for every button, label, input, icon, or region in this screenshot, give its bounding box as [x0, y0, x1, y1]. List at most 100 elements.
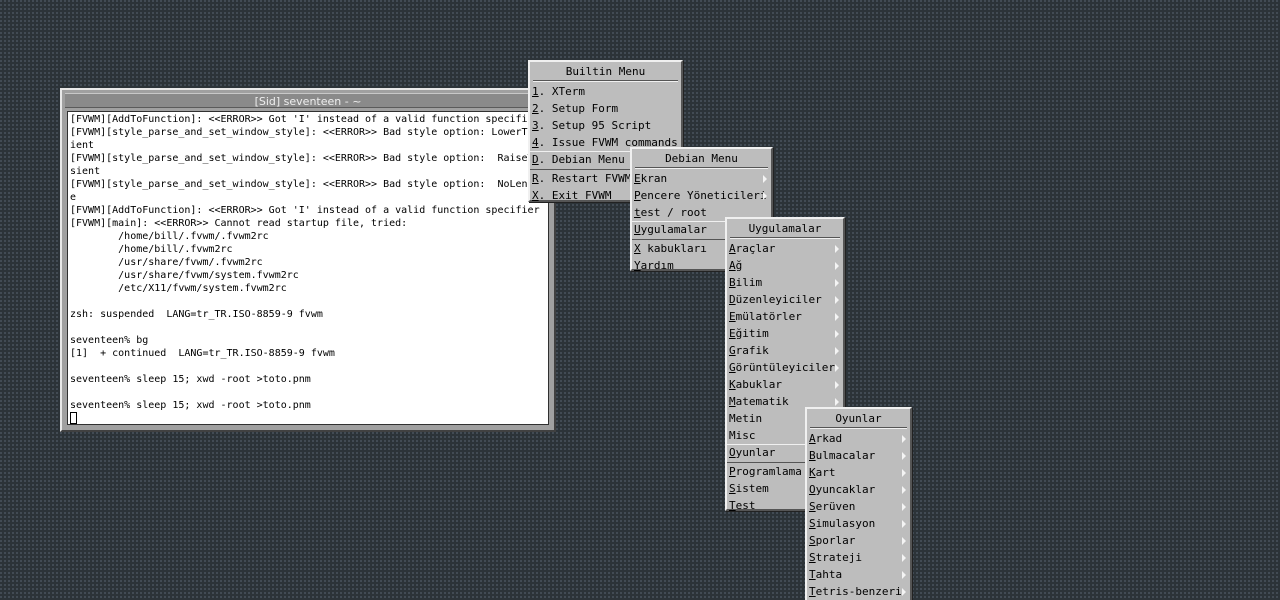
menu-item-label: . XTerm [538, 85, 585, 98]
menu-item-label: kabukları [640, 242, 707, 255]
menu-item-label: ygulamalar [640, 223, 707, 236]
menu-item-hotkey: T [809, 585, 816, 598]
menu-item-3-setup-95-script[interactable]: 3. Setup 95 Script [530, 117, 681, 134]
submenu-arrow-icon [902, 452, 906, 460]
menu-item-label: üzenleyiciler [735, 293, 822, 306]
menu-item-tetris-benzeri[interactable]: Tetris-benzeri [807, 583, 910, 600]
menu-item-hotkey: A [729, 242, 736, 255]
menu-item-g-r-nt-leyiciler[interactable]: Görüntüleyiciler [727, 359, 843, 376]
menu-item-grafik[interactable]: Grafik [727, 342, 843, 359]
terminal-line: [FVWM][style_parse_and_set_window_style]… [70, 153, 546, 164]
menu-item-hotkey: O [729, 446, 736, 459]
submenu-arrow-icon [902, 503, 906, 511]
submenu-arrow-icon [835, 296, 839, 304]
menu-item-bilim[interactable]: Bilim [727, 274, 843, 291]
terminal-line: seventeen% bg [70, 335, 149, 346]
menu-item-hotkey: X [634, 242, 641, 255]
menu-item-label: rogramlama [735, 465, 802, 478]
terminal-line: /usr/share/fvwm/system.fvwm2rc [70, 270, 299, 281]
menu-item-e-itim[interactable]: Eğitim [727, 325, 843, 342]
submenu-arrow-icon [902, 571, 906, 579]
menu-item-hotkey: 4 [532, 136, 539, 149]
menu-item-x-exit-fvwm[interactable]: X. Exit FVWM [530, 187, 681, 204]
submenu-arrow-icon [835, 245, 839, 253]
menu-item-2-setup-form[interactable]: 2. Setup Form [530, 100, 681, 117]
terminal-line: /home/bill/.fvwm2rc [70, 244, 233, 255]
menu-item-r-restart-fvwm[interactable]: R. Restart FVWM [530, 170, 681, 187]
submenu-arrow-icon [763, 192, 767, 200]
menu-item-label: art [815, 466, 836, 479]
menu-item-hotkey: E [729, 327, 736, 340]
submenu-arrow-icon [902, 520, 906, 528]
menu-title: Debian Menu [635, 150, 768, 168]
terminal-line: ient [70, 140, 95, 151]
menu-item-hotkey: B [809, 449, 816, 462]
menu-item-hotkey: R [532, 172, 539, 185]
menu-item-ekran[interactable]: Ekran [632, 170, 771, 187]
menu-item-label: abuklar [735, 378, 782, 391]
menu-item-label: raçlar [735, 242, 776, 255]
menu-item-label: istem [735, 482, 769, 495]
menu-item-label: etris-benzeri [815, 585, 902, 598]
menu-item-hotkey: Y [634, 259, 641, 272]
menu-item-label: Metin [729, 412, 763, 425]
menu-item-label: rafik [735, 344, 769, 357]
menu-item-matematik[interactable]: Matematik [727, 393, 843, 410]
menu-item-pencere-y-neticileri[interactable]: Pencere Yöneticileri [632, 187, 771, 204]
menu-item-label: trateji [815, 551, 862, 564]
terminal-line [70, 360, 546, 373]
terminal-line: /etc/X11/fvwm/system.fvwm2rc [70, 283, 287, 294]
menu-item-hotkey: S [809, 500, 816, 513]
menu-item-a[interactable]: Ağ [727, 257, 843, 274]
submenu-arrow-icon [902, 537, 906, 545]
menu-item-hotkey: P [729, 465, 736, 478]
menu-item-simulasyon[interactable]: Simulasyon [807, 515, 910, 532]
menu-item-label: örüntüleyiciler [735, 361, 835, 374]
terminal-text-area[interactable]: [FVWM][AddToFunction]: <<ERROR>> Got 'I'… [67, 111, 549, 425]
menu-item-label: . Restart FVWM [538, 172, 632, 185]
menu-item-hotkey: S [809, 534, 816, 547]
terminal-prompt-line[interactable] [70, 412, 546, 424]
submenu-arrow-icon [902, 435, 906, 443]
terminal-line: [FVWM][AddToFunction]: <<ERROR>> Got 'I'… [70, 205, 540, 216]
terminal-line: sient [70, 166, 101, 177]
menu-item-ser-ven[interactable]: Serüven [807, 498, 910, 515]
menu-item-label: yunlar [735, 446, 776, 459]
menu-item-strateji[interactable]: Strateji [807, 549, 910, 566]
submenu-arrow-icon [835, 262, 839, 270]
submenu-arrow-icon [835, 364, 839, 372]
submenu-arrow-icon [835, 330, 839, 338]
menu-item-1-xterm[interactable]: 1. XTerm [530, 83, 681, 100]
menu-item-d-zenleyiciler[interactable]: Düzenleyiciler [727, 291, 843, 308]
menu-item-tahta[interactable]: Tahta [807, 566, 910, 583]
menu-item-hotkey: E [634, 172, 641, 185]
menu-item-label: Misc [729, 429, 756, 442]
submenu-arrow-icon [835, 313, 839, 321]
menu-item-sporlar[interactable]: Sporlar [807, 532, 910, 549]
menu-title: Uygulamalar [730, 220, 840, 238]
menu-item-em-lat-rler[interactable]: Emülatörler [727, 308, 843, 325]
menu-item-test-root[interactable]: test / root [632, 204, 771, 221]
menu-item-hotkey: D [729, 293, 736, 306]
menu-item-hotkey: M [729, 395, 736, 408]
menu-item-hotkey: 3 [532, 119, 539, 132]
xterm-window[interactable]: [Sid] seventeen - ~ [FVWM][AddToFunction… [60, 88, 556, 432]
menu-item-kart[interactable]: Kart [807, 464, 910, 481]
menu-item-ara-lar[interactable]: Araçlar [727, 240, 843, 257]
menu-item-label: ilim [735, 276, 763, 289]
menu-item-arkad[interactable]: Arkad [807, 430, 910, 447]
terminal-line: e [70, 192, 77, 203]
menu-item-hotkey: A [729, 259, 736, 272]
menu-item-hotkey: K [809, 466, 816, 479]
menu-item-oyuncaklar[interactable]: Oyuncaklar [807, 481, 910, 498]
menu-item-hotkey: t [634, 206, 641, 219]
terminal-line: /home/bill/.fvwm/.fvwm2rc [70, 231, 269, 242]
window-titlebar[interactable]: [Sid] seventeen - ~ [65, 93, 551, 108]
menu-item-bulmacalar[interactable]: Bulmacalar [807, 447, 910, 464]
menu-item-kabuklar[interactable]: Kabuklar [727, 376, 843, 393]
menu-item-hotkey: 2 [532, 102, 539, 115]
menu-item-4-issue-fvwm-commands[interactable]: 4. Issue FVWM commands [530, 134, 681, 151]
menu-item-label: atematik [735, 395, 789, 408]
